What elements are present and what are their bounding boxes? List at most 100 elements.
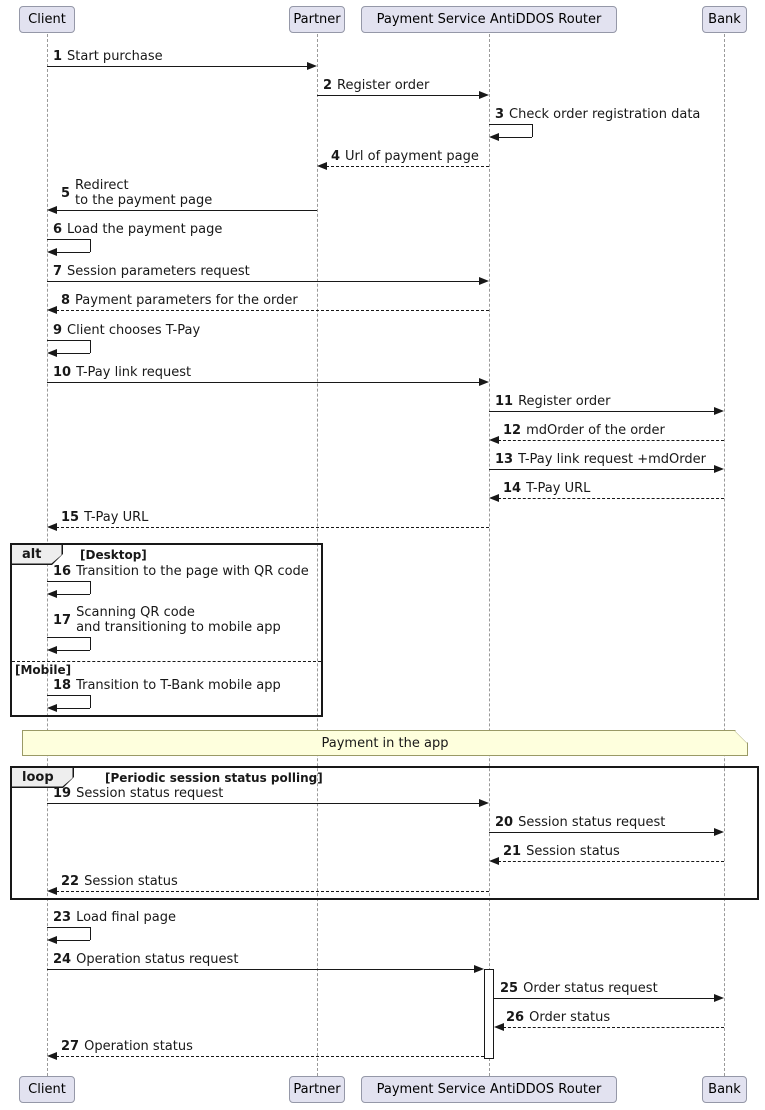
note-text: Payment in the app [321, 735, 449, 751]
message-16-line [90, 581, 91, 594]
lifeline-partner [316, 34, 318, 1076]
message-3-line [489, 124, 532, 125]
message-16-line [47, 581, 90, 582]
message-23-line [56, 940, 90, 941]
arrowhead-icon [474, 965, 484, 973]
message-19-line [47, 803, 480, 804]
message-10-line [47, 382, 480, 383]
arrowhead-icon [47, 248, 57, 256]
participant-label: Client [28, 12, 66, 27]
lifeline-bank [723, 34, 725, 1076]
message-25-line [494, 998, 715, 999]
message-6-line [90, 239, 91, 252]
message-17-line [56, 650, 90, 651]
arrowhead-icon [714, 828, 724, 836]
message-20-line [489, 832, 715, 833]
loop-condition: [Periodic session status polling] [105, 771, 323, 785]
participant-label: Bank [708, 12, 741, 27]
arrowhead-icon [714, 465, 724, 473]
arrowhead-icon [714, 407, 724, 415]
message-1-line [47, 66, 308, 67]
arrowhead-icon [489, 857, 499, 865]
message-24-line [47, 969, 475, 970]
arrowhead-icon [47, 936, 57, 944]
message-9-line [47, 340, 90, 341]
message-7-line [47, 281, 480, 282]
arrowhead-icon [47, 646, 57, 654]
participant-partner-bottom: Partner [289, 1076, 345, 1103]
participant-client-top: Client [19, 6, 75, 33]
arrowhead-icon [47, 704, 57, 712]
message-8-line [56, 310, 489, 311]
participant-bank-top: Bank [702, 6, 747, 33]
loop-frame: loop [Periodic session status polling] [10, 766, 759, 900]
participant-bank-bottom: Bank [702, 1076, 747, 1103]
message-3-line [532, 124, 533, 137]
participant-payment-service-top: Payment Service AntiDDOS Router [361, 6, 617, 33]
message-17-line [47, 637, 90, 638]
note-fold-icon [735, 731, 747, 743]
arrowhead-icon [47, 206, 57, 214]
arrowhead-icon [317, 162, 327, 170]
participant-client-bottom: Client [19, 1076, 75, 1103]
participant-label: Client [28, 1082, 66, 1097]
message-9-line [56, 353, 90, 354]
message-21-line [498, 861, 724, 862]
message-14-line [498, 498, 724, 499]
message-2-line [317, 95, 480, 96]
message-3-line [498, 137, 532, 138]
participant-label: Partner [293, 1082, 341, 1097]
loop-frame-keyword: loop [10, 766, 74, 788]
alt-condition-desktop: [Desktop] [80, 548, 147, 562]
alt-frame: alt [Desktop] [Mobile] [10, 543, 323, 717]
message-6-line [56, 252, 90, 253]
arrowhead-icon [489, 133, 499, 141]
alt-condition-mobile: [Mobile] [15, 663, 72, 677]
arrowhead-icon [479, 91, 489, 99]
message-27-line [56, 1056, 484, 1057]
arrowhead-icon [494, 1023, 504, 1031]
message-12-line [498, 440, 724, 441]
arrowhead-icon [714, 994, 724, 1002]
arrowhead-icon [47, 523, 57, 531]
arrowhead-icon [479, 277, 489, 285]
participant-partner-top: Partner [289, 6, 345, 33]
arrowhead-icon [307, 62, 317, 70]
alt-frame-keyword: alt [10, 543, 63, 565]
message-17-line [90, 637, 91, 650]
participant-label: Bank [708, 1082, 741, 1097]
alt-divider [12, 661, 321, 662]
message-6-line [47, 239, 90, 240]
message-23-line [90, 927, 91, 940]
arrowhead-icon [47, 349, 57, 357]
message-18-line [56, 708, 90, 709]
message-5-line [56, 210, 317, 211]
message-22-line [56, 891, 489, 892]
arrowhead-icon [47, 887, 57, 895]
message-11-line [489, 411, 715, 412]
message-9-line [90, 340, 91, 353]
message-15-line [56, 527, 489, 528]
message-4-line [326, 166, 489, 167]
